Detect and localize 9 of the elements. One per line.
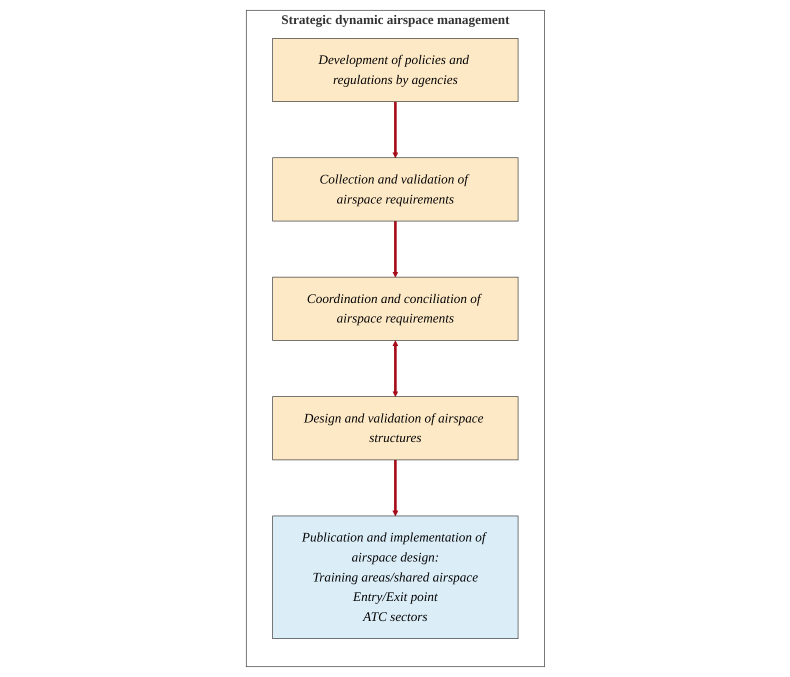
arrow [392,460,398,516]
node-box: Development of policies and regulations by agencies [272,38,518,102]
arrow [392,340,398,397]
node-box: Coordination and conciliation of airspace requirements [272,276,518,341]
node-box: Publication and implementation of airspace design: Training areas/shared airspace Entry/Exit point ATC sectors [272,516,518,639]
node-box: Collection and validation of airspace requirements [272,157,518,222]
arrow [392,102,398,158]
arrow [392,221,398,278]
node-box: Design and validation of airspace structures [272,396,518,460]
